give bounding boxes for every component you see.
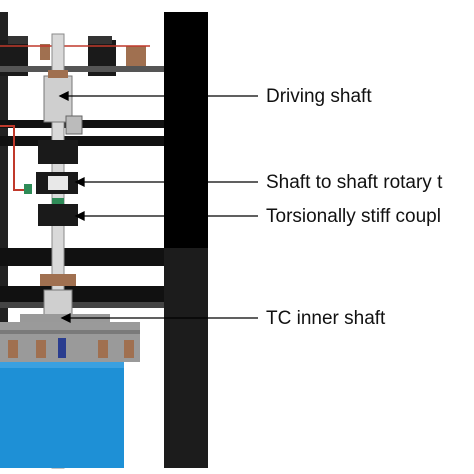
blue-tank: [0, 362, 124, 468]
frame-bar-4: [0, 286, 164, 302]
rotary-joint-block: [36, 172, 78, 194]
label-driving-shaft: Driving shaft: [266, 86, 372, 107]
callout-arrows: [58, 90, 258, 324]
frame-left-edge: [0, 12, 8, 468]
wire: [0, 125, 30, 191]
frame-post-lower: [164, 248, 208, 468]
upper-coupling: [38, 115, 83, 164]
label-rotary-joint: Shaft to shaft rotary t: [266, 172, 443, 193]
blue-tank-top: [0, 362, 124, 368]
motor-row: [0, 36, 164, 76]
frame-bar-4-shadow: [0, 302, 164, 308]
frame-bar-2: [0, 136, 164, 146]
tank-lid: [0, 322, 140, 362]
stiff-coupling: [38, 198, 78, 226]
frame-bar-3: [0, 248, 164, 266]
label-coupling: Torsionally stiff coupl: [266, 206, 441, 227]
green-connector: [24, 184, 32, 194]
label-tc-inner-shaft: TC inner shaft: [266, 308, 386, 329]
